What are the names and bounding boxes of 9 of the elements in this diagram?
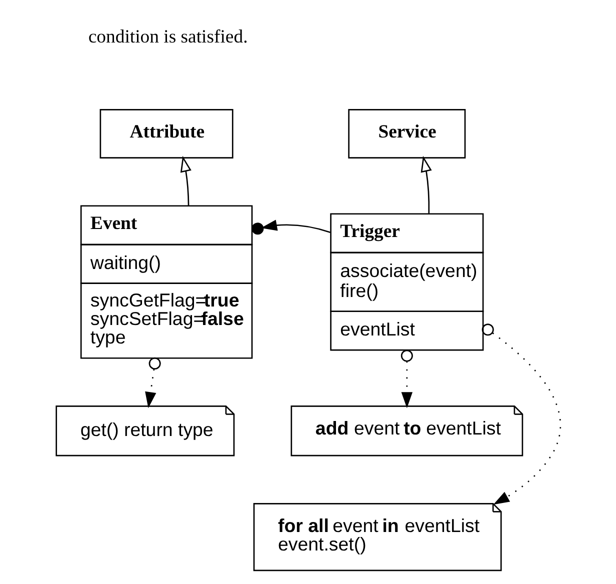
node-box: Attribute [99, 109, 233, 158]
node-box: Service [348, 109, 466, 158]
arrow [180, 156, 191, 206]
arrow [420, 156, 432, 214]
arrow [144, 357, 160, 408]
arrow [251, 220, 330, 235]
label: condition is satisfied. [88, 26, 248, 48]
arrow [481, 324, 560, 505]
arrow [400, 350, 412, 408]
